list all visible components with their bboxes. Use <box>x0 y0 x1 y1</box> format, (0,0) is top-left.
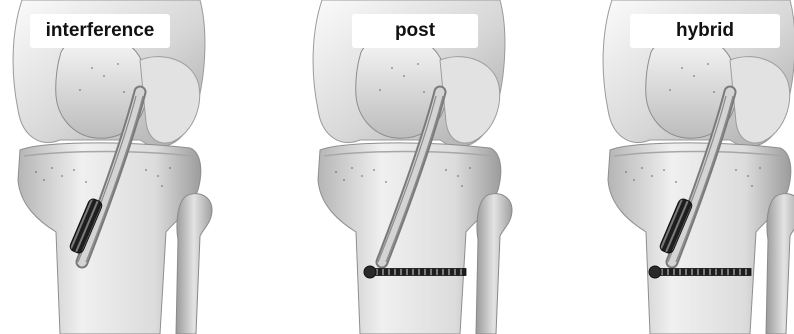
label-post: post <box>352 14 478 48</box>
knee-panel-post <box>313 0 512 334</box>
knee-panel-hybrid <box>603 0 794 334</box>
knee-panel-interference <box>13 0 212 334</box>
label-interference: interference <box>30 14 170 48</box>
label-hybrid: hybrid <box>630 14 780 48</box>
